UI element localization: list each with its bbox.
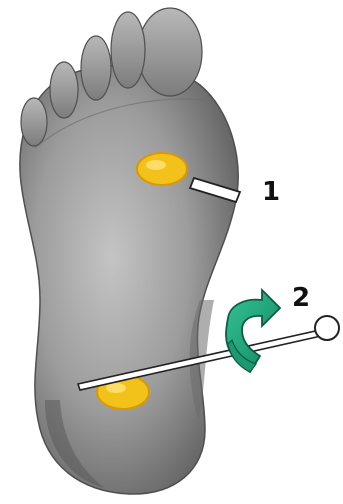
third-toe xyxy=(81,36,111,100)
reflex-point-1-highlight xyxy=(146,160,166,170)
little-toe xyxy=(21,98,47,146)
big-toe xyxy=(138,8,202,96)
fourth-toe xyxy=(50,62,78,118)
callout-number-2: 2 xyxy=(292,283,310,313)
pointer-knob xyxy=(315,316,339,340)
foot-sole-icon xyxy=(20,8,238,494)
curved-arrow-icon xyxy=(226,290,280,372)
callout-number-1: 1 xyxy=(262,177,280,207)
reflex-point-2-highlight xyxy=(106,383,126,393)
second-toe xyxy=(111,12,145,88)
